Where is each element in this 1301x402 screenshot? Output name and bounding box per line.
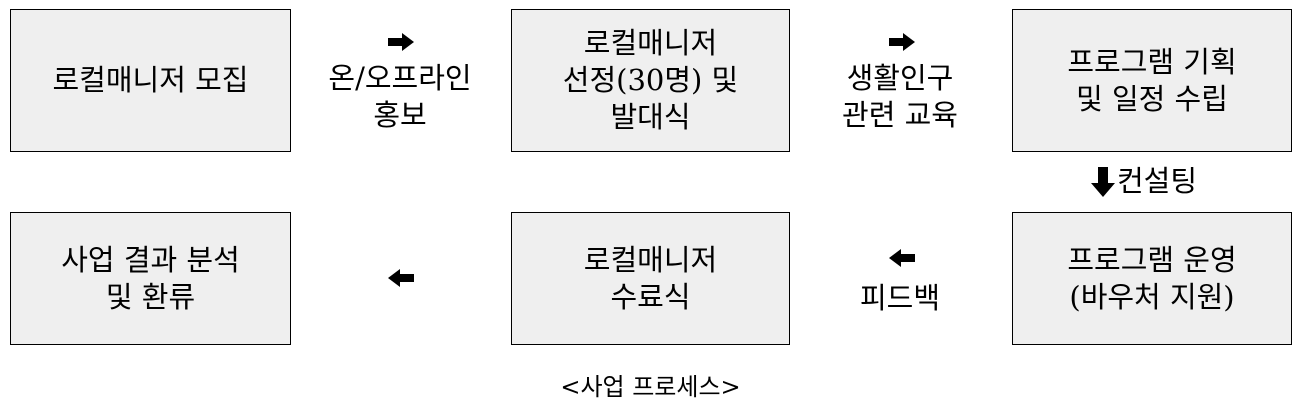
step-label: 사업 결과 분석 및 환류 xyxy=(61,242,240,314)
step-label: 프로그램 운영 (바우처 지원) xyxy=(1067,242,1237,314)
step-label: 프로그램 기획 및 일정 수립 xyxy=(1067,44,1237,116)
arrow-left-icon xyxy=(889,249,915,267)
step-label: 로컬매니저 수료식 xyxy=(583,242,718,314)
step-operation: 프로그램 운영 (바우처 지원) xyxy=(1012,212,1292,345)
arrow-right-icon xyxy=(889,33,915,51)
arrow-left-icon xyxy=(388,269,414,287)
connector-label-consulting: 컨설팅 xyxy=(1117,164,1198,198)
connector-label-feedback: 피드백 xyxy=(859,281,941,315)
step-selection: 로컬매니저 선정(30명) 및 발대식 xyxy=(511,9,790,152)
step-planning: 프로그램 기획 및 일정 수립 xyxy=(1012,9,1292,152)
connector-label-promotion: 온/오프라인 홍보 xyxy=(328,61,472,132)
diagram-caption: <사업 프로세스> xyxy=(560,373,741,401)
step-analysis: 사업 결과 분석 및 환류 xyxy=(10,212,291,345)
connector-label-education: 생활인구 관련 교육 xyxy=(842,61,958,132)
step-label: 로컬매니저 선정(30명) 및 발대식 xyxy=(562,26,739,134)
step-recruit: 로컬매니저 모집 xyxy=(10,9,291,152)
arrow-down-icon xyxy=(1091,167,1115,197)
step-label: 로컬매니저 모집 xyxy=(52,63,249,97)
step-graduation: 로컬매니저 수료식 xyxy=(511,212,790,345)
arrow-right-icon xyxy=(388,33,414,51)
